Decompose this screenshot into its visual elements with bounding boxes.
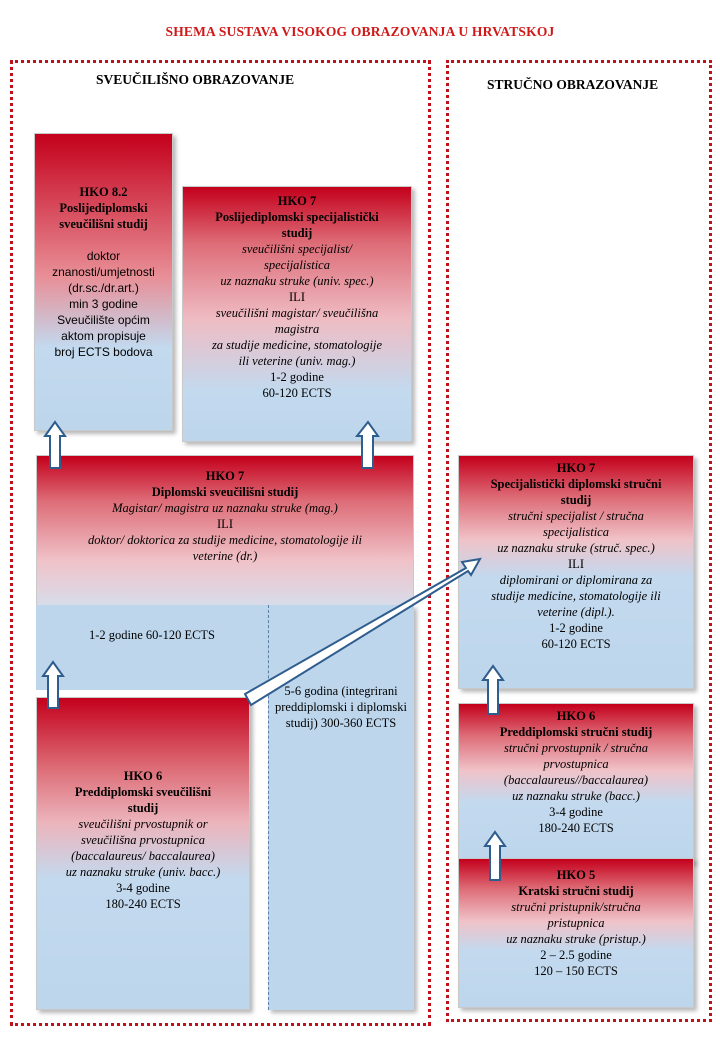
hko7-spec-ects: 60-120 ECTS [262, 386, 332, 400]
hko7-dipl-title2-line: doktor/ doktorica za studije medicine, s… [88, 533, 362, 547]
hko5-name: Kratski stručni studij [518, 884, 634, 898]
hko7-struc-title2-line: veterine (dipl.). [537, 605, 615, 619]
hko5-title-line: uz naznaku struke (pristup.) [506, 932, 646, 946]
hko6-struc-duration: 3-4 godine [549, 805, 603, 819]
hko82-detail: min 3 godine [69, 297, 138, 311]
hko7-struc-box: HKO 7 Specijalistički diplomski stručni … [458, 455, 694, 689]
hko6-sveuc-duration: 3-4 godine [116, 881, 170, 895]
hko5-level: HKO 5 [556, 868, 596, 882]
hko6-sveuc-title-line: uz naznaku struke (univ. bacc.) [65, 865, 221, 879]
hko82-detail: Sveučilište općim [57, 313, 150, 327]
diploma-duration-cell: 1-2 godine 60-120 ECTS [36, 605, 268, 690]
hko6-struc-ects: 180-240 ECTS [538, 821, 614, 835]
integrated-line: 5-6 godina [284, 684, 339, 698]
up-arrow-icon [481, 664, 505, 715]
hko6-sveuc-ects: 180-240 ECTS [105, 897, 181, 911]
hko7-spec-title2-line: magistra [274, 322, 320, 336]
hko82-name-line: sveučilišni studij [59, 217, 148, 231]
hko7-struc-title-line: uz naznaku struke (struč. spec.) [497, 541, 655, 555]
hko7-struc-level: HKO 7 [556, 461, 596, 475]
hko7-dipl-ects: 60-120 ECTS [145, 628, 216, 642]
hko82-detail: (dr.sc./dr.art.) [68, 281, 139, 295]
hko82-level: HKO 8.2 [79, 185, 128, 199]
hko6-sveuc-level: HKO 6 [123, 769, 163, 783]
hko5-duration: 2 – 2.5 godine [540, 948, 612, 962]
hko82-detail: broj ECTS bodova [54, 345, 153, 359]
hko7-struc-title2-line: studije medicine, stomatologije ili [491, 589, 661, 603]
hko7-struc-title2-line: diplomirani or diplomirana za [499, 573, 653, 587]
hko7-dipl-name: Diplomski sveučilišni studij [151, 485, 299, 499]
hko7-struc-ili: ILI [568, 557, 584, 571]
hko82-detail: doktor [86, 249, 121, 263]
diagonal-arrow-icon [243, 557, 482, 707]
hko6-sveuc-title-line: sveučilišna prvostupnica [81, 833, 205, 847]
hko5-title-line: stručni pristupnik/stručna [511, 900, 641, 914]
university-section-title: SVEUČILIŠNO OBRAZOVANJE [96, 72, 295, 87]
hko7-dipl-box: HKO 7 Diplomski sveučilišni studij Magis… [36, 455, 414, 605]
hko6-sveuc-title-line: (baccalaureus/ baccalaurea) [71, 849, 215, 863]
hko7-struc-title-line: stručni specijalist / stručna [508, 509, 644, 523]
up-arrow-icon [43, 420, 67, 469]
hko6-sveuc-name-line: studij [127, 801, 159, 815]
hko7-dipl-level: HKO 7 [205, 469, 245, 483]
hko82-detail: znanosti/umjetnosti [52, 265, 155, 279]
hko7-dipl-ili: ILI [217, 517, 233, 531]
hko7-struc-name-line: Specijalistički diplomski stručni [490, 477, 662, 491]
hko7-spec-title-line: sveučilišni specijalist/ [241, 242, 353, 256]
hko6-struc-level: HKO 6 [556, 709, 596, 723]
up-arrow-icon [483, 830, 507, 881]
professional-section-title: STRUČNO OBRAZOVANJE [487, 77, 659, 92]
up-arrow-icon [354, 420, 380, 469]
hko7-spec-title2-line: sveučilišni magistar/ sveučilišna [215, 306, 379, 320]
hko6-sveuc-title-line: sveučilišni prvostupnik or [78, 817, 208, 831]
hko7-spec-note2-line: za studije medicine, stomatologije [211, 338, 383, 352]
hko6-sveuc-name-line: Preddiplomski sveučilišni [74, 785, 212, 799]
hko6-struc-title-line: stručni prvostupnik / stručna [503, 741, 649, 755]
integrated-line: 300-360 ECTS [320, 716, 397, 730]
up-arrow-icon [41, 660, 65, 709]
diagram-title: SHEMA SUSTAVA VISOKOG OBRAZOVANJA U HRVA… [165, 24, 555, 39]
hko7-spec-title-line: specijalistica [264, 258, 330, 272]
hko7-spec-ili: ILI [289, 290, 305, 304]
integrated-line: preddiplomski i [275, 700, 354, 714]
hko7-spec-note2-line: ili veterine (univ. mag.) [238, 354, 356, 368]
hko7-spec-name-line: studij [281, 226, 313, 240]
hko6-struc-title-line: prvostupnica [543, 757, 609, 771]
integrated-line: diplomski studij) [285, 700, 407, 730]
professional-frame [446, 60, 712, 1022]
hko6-sveuc-box: HKO 6 Preddiplomski sveučilišni studij s… [36, 697, 250, 1010]
hko5-title-line: pristupnica [547, 916, 605, 930]
hko7-spec-level: HKO 7 [277, 194, 317, 208]
integrated-line: (integrirani [341, 684, 398, 698]
hko7-dipl-title1: Magistar/ magistra uz naznaku struke (ma… [112, 501, 338, 515]
hko7-struc-name-line: studij [560, 493, 592, 507]
hko7-dipl-duration: 1-2 godine [88, 628, 143, 642]
hko82-name-line: Poslijediplomski [59, 201, 148, 215]
hko7-spec-name-line: Poslijediplomski specijalistički [215, 210, 379, 224]
hko5-ects: 120 – 150 ECTS [534, 964, 618, 978]
hko7-struc-title-line: specijalistica [543, 525, 609, 539]
diploma-divider [268, 605, 269, 1010]
hko7-spec-box: HKO 7 Poslijediplomski specijalistički s… [182, 186, 412, 442]
hko6-struc-title-line: (baccalaureus//baccalaurea) [503, 773, 649, 787]
hko7-dipl-title2-line: veterine (dr.) [192, 549, 258, 563]
hko7-spec-duration: 1-2 godine [270, 370, 324, 384]
hko5-box: HKO 5 Kratski stručni studij stručni pri… [458, 858, 694, 1008]
hko6-struc-title-line: uz naznaku struke (bacc.) [512, 789, 640, 803]
hko6-struc-name: Preddiplomski stručni studij [499, 725, 653, 739]
hko82-detail: aktom propisuje [61, 329, 146, 343]
hko7-struc-duration: 1-2 godine [549, 621, 603, 635]
university-frame [10, 60, 431, 1026]
hko7-struc-ects: 60-120 ECTS [541, 637, 611, 651]
hko82-box: HKO 8.2 Poslijediplomski sveučilišni stu… [34, 133, 173, 431]
hko7-spec-note: uz naznaku struke (univ. spec.) [220, 274, 374, 288]
